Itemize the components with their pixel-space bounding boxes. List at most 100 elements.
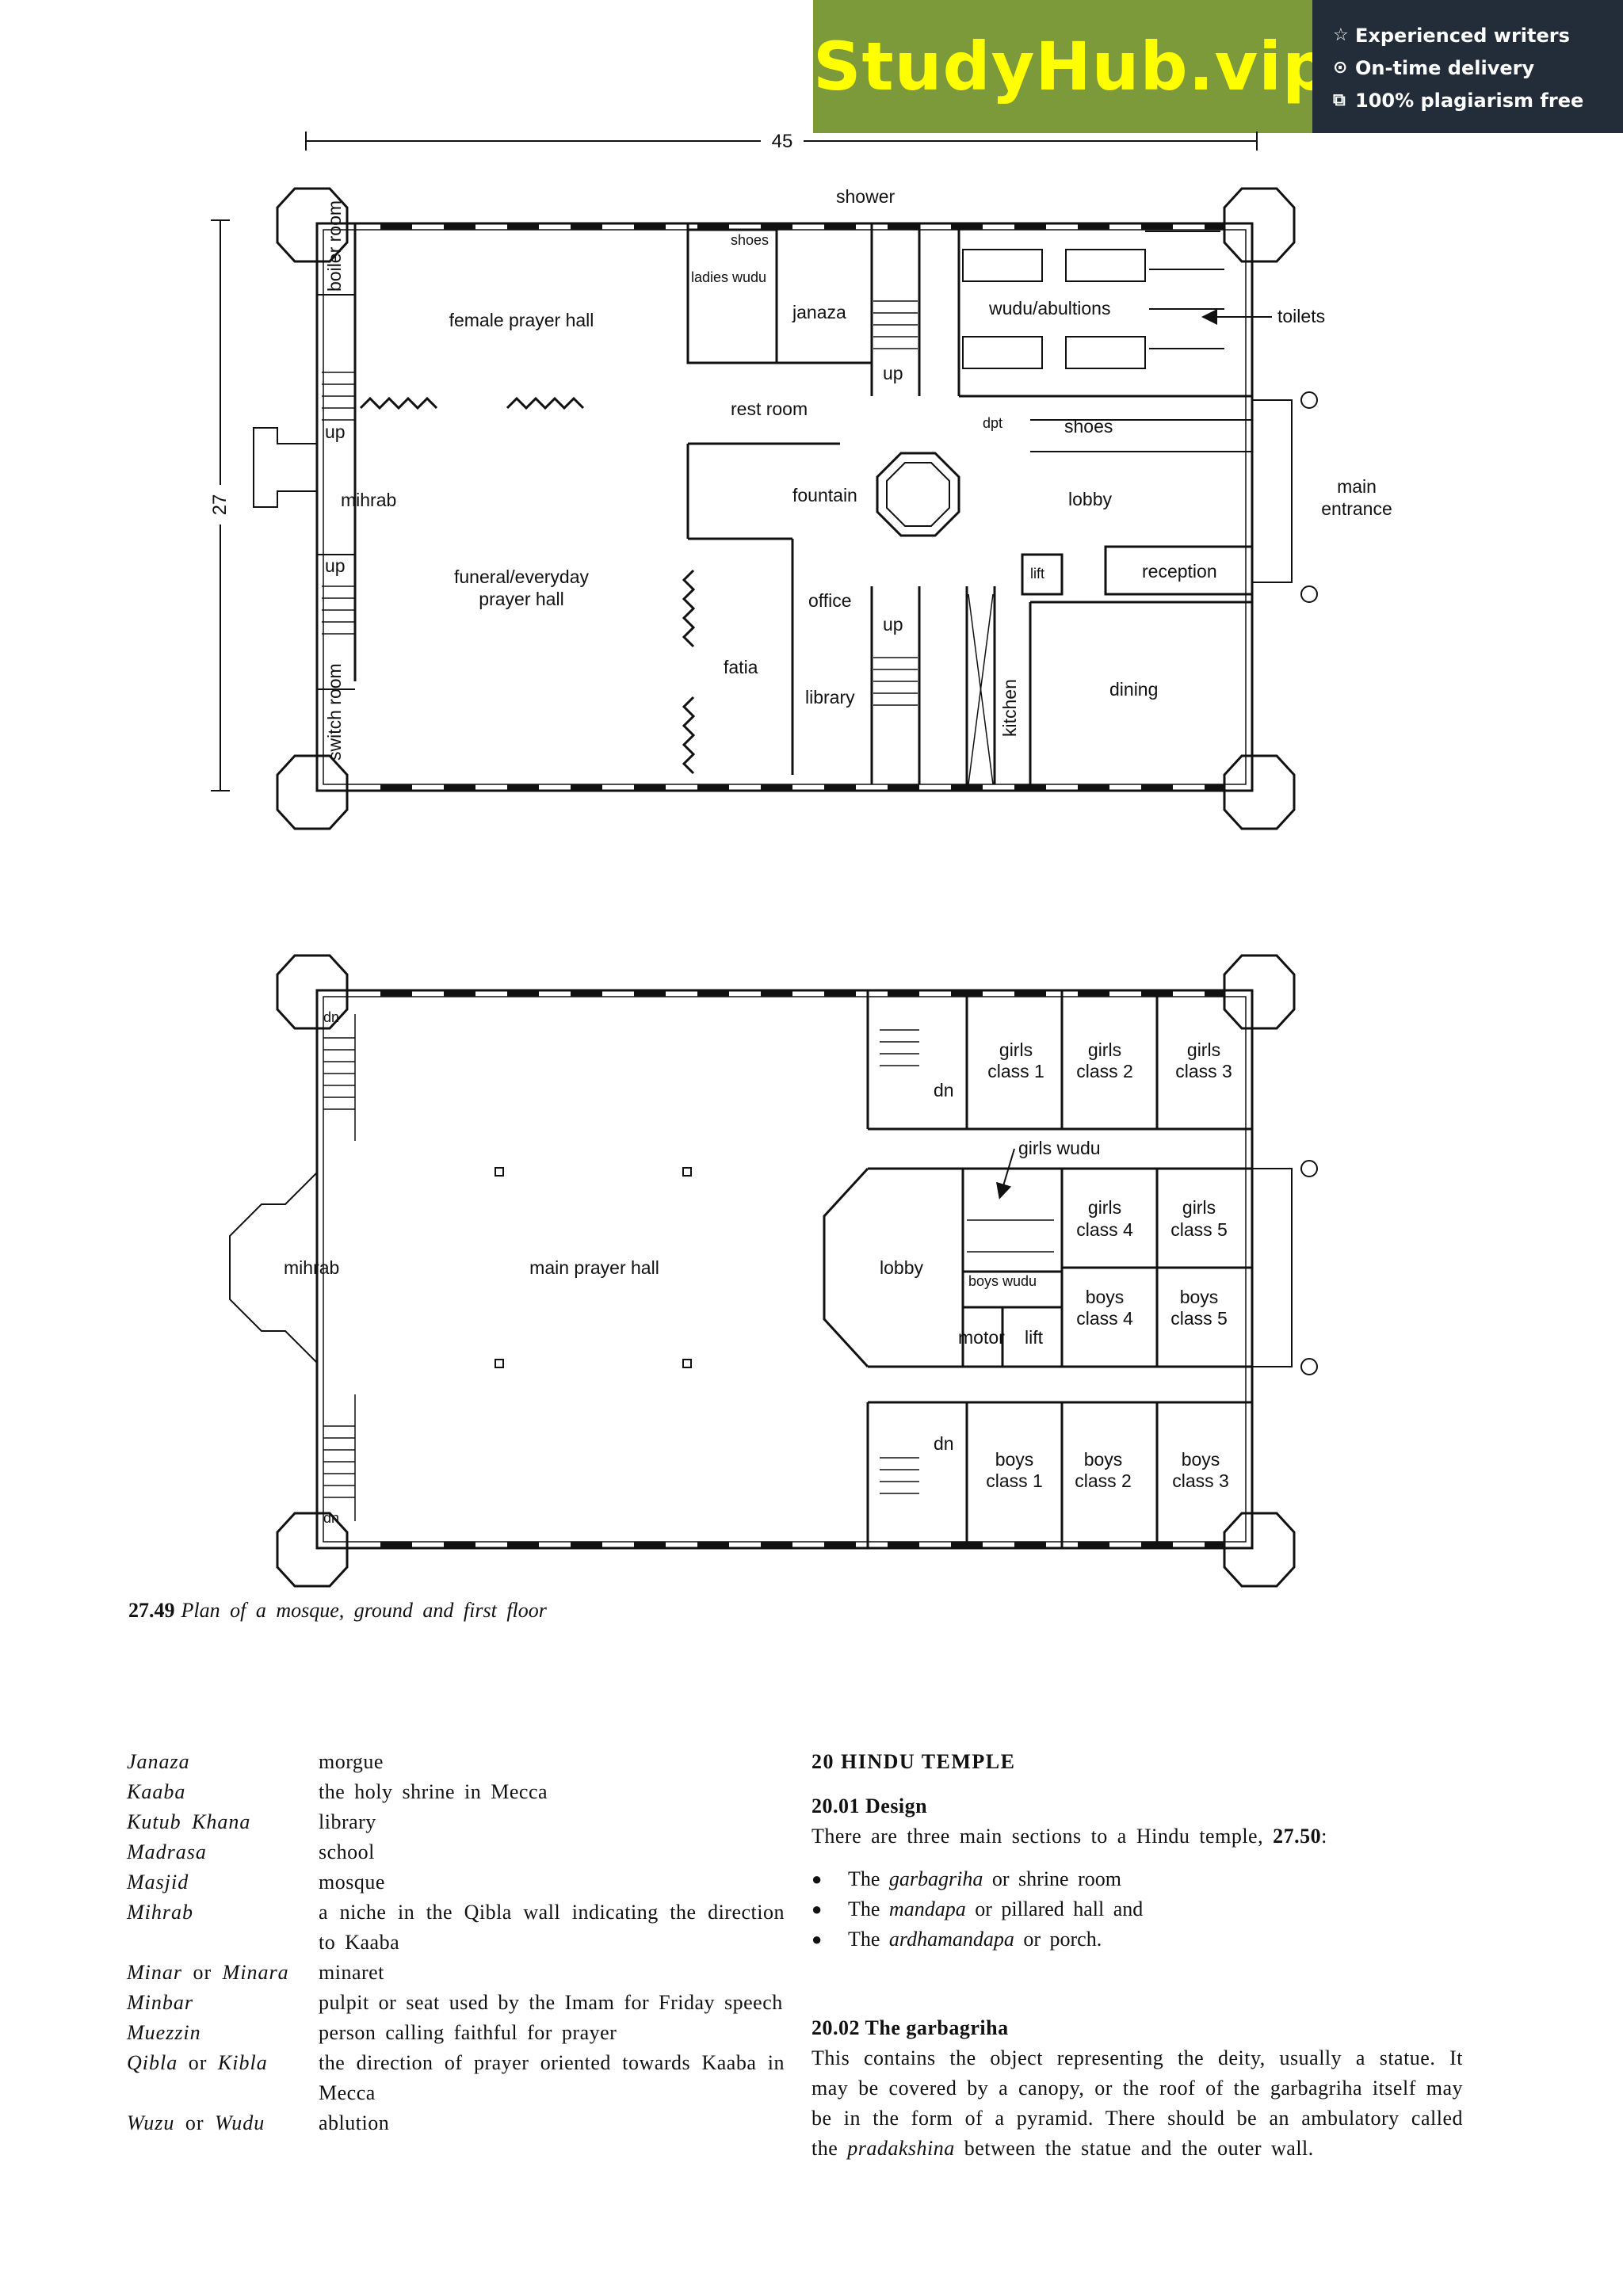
room-mihrab-first: mihrab: [284, 1257, 339, 1278]
perk-label: 100% plagiarism free: [1355, 89, 1584, 112]
glossary-term: Kaaba: [127, 1780, 186, 1803]
hindu-temple-section: 20 HINDU TEMPLE 20.01 Design There are t…: [812, 1747, 1463, 2164]
width-dimension: 45: [772, 131, 793, 152]
glossary-term: Madrasa: [127, 1840, 207, 1863]
glossary-row: Kaaba the holy shrine in Mecca: [127, 1777, 785, 1807]
room-boiler: boiler room: [324, 200, 345, 292]
bullet-text: The ardhamandapa or porch.: [848, 1924, 1102, 1955]
stair-up-label: up: [883, 614, 903, 635]
bullet-list: ● The garbagriha or shrine room ●The mand…: [812, 1864, 1463, 1955]
design-intro-end: :: [1321, 1825, 1327, 1848]
room-shower: shower: [836, 186, 895, 207]
glossary-term: Muezzin: [127, 2021, 201, 2044]
brand-logo[interactable]: StudyHub.vip: [813, 0, 1330, 133]
room-lift-ground: lift: [1030, 566, 1044, 582]
room-main-entrance-line2: entrance: [1321, 498, 1392, 519]
glossary-term-b: Kibla: [217, 2051, 268, 2074]
glossary-term: Janaza: [127, 1750, 190, 1773]
girls-class-4-line2: class 4: [1076, 1219, 1133, 1240]
clock-icon: ⊙: [1333, 58, 1348, 78]
girls-class-1-line1: girls: [999, 1039, 1033, 1060]
room-kitchen: kitchen: [999, 679, 1020, 737]
promo-banner[interactable]: StudyHub.vip ☆ Experienced writers ⊙ On-…: [813, 0, 1623, 133]
boys-class-5-line1: boys: [1180, 1287, 1219, 1307]
room-dpt: dpt: [983, 415, 1002, 431]
glossary-term: Minbar: [127, 1991, 193, 2014]
room-ladies-wudu: ladies wudu: [691, 269, 766, 285]
mosque-floor-plans: 45 27: [209, 131, 1392, 1588]
room-fountain: fountain: [792, 485, 857, 505]
figure-number: 27.49: [128, 1599, 175, 1622]
ground-floor-plan: [253, 187, 1318, 830]
stair-up-label: up: [883, 363, 903, 383]
girls-class-3-line1: girls: [1187, 1039, 1220, 1060]
room-fatia: fatia: [724, 657, 758, 677]
room-switch: switch room: [324, 663, 345, 761]
bullet-pre: The: [848, 1867, 880, 1890]
room-female-prayer-hall: female prayer hall: [449, 310, 594, 330]
room-lobby-first: lobby: [880, 1257, 923, 1278]
girls-class-2-line2: class 2: [1076, 1061, 1133, 1081]
figure-caption: 27.49 Plan of a mosque, ground and first …: [128, 1599, 547, 1623]
boys-class-2-line1: boys: [1084, 1449, 1123, 1470]
glossary-or: or: [188, 2051, 208, 2074]
boys-class-3-line2: class 3: [1172, 1470, 1229, 1491]
copy-icon: ⧉: [1333, 90, 1346, 110]
glossary-definition: the holy shrine in Mecca: [319, 1780, 548, 1803]
bullet-icon: ●: [812, 1929, 823, 1949]
depth-dimension: 27: [209, 494, 231, 516]
glossary-term: Qibla or Kibla: [127, 2048, 319, 2108]
bullet-item: ● The ardhamandapa or porch.: [812, 1924, 1463, 1955]
stair-dn-label: dn: [323, 1009, 339, 1025]
bullet-post: or shrine room: [991, 1867, 1121, 1890]
bullet-term: ardhamandapa: [888, 1928, 1014, 1951]
design-intro-text: There are three main sections to a Hindu…: [812, 1825, 1264, 1848]
room-wudu: wudu/abultions: [988, 298, 1110, 318]
glossary-term-a: Wuzu: [127, 2111, 175, 2134]
section-heading: 20 HINDU TEMPLE: [812, 1750, 1016, 1773]
glossary-definition: ablution: [319, 2111, 390, 2134]
room-motor: motor: [958, 1327, 1005, 1348]
glossary-term: Minar or Minara: [127, 1958, 319, 1988]
room-office: office: [808, 590, 852, 611]
figure-caption-text: Plan of a mosque, ground and first floor: [181, 1599, 547, 1622]
bullet-item: ●The mandapa or pillared hall and: [812, 1894, 1463, 1924]
room-funeral-hall-line1: funeral/everyday: [454, 566, 590, 587]
room-lobby-ground: lobby: [1068, 489, 1112, 509]
boys-class-1-line2: class 1: [986, 1470, 1043, 1491]
garbagriha-paragraph: This contains the object representing th…: [812, 2043, 1463, 2164]
room-boys-wudu: boys wudu: [968, 1273, 1037, 1289]
boys-class-4-line2: class 4: [1076, 1308, 1133, 1329]
glossary-term: Masjid: [127, 1871, 189, 1894]
bullet-text: The garbagriha or shrine room: [848, 1864, 1121, 1894]
room-lift-first: lift: [1025, 1327, 1044, 1348]
glossary-term: Kutub Khana: [127, 1810, 251, 1833]
boys-class-4-line1: boys: [1086, 1287, 1125, 1307]
room-main-prayer-hall: main prayer hall: [529, 1257, 659, 1278]
boys-class-3-line1: boys: [1182, 1449, 1220, 1470]
room-shoes-ladies: shoes: [731, 232, 769, 248]
girls-class-4-line1: girls: [1088, 1197, 1121, 1218]
stair-dn-label: dn: [934, 1080, 954, 1100]
bullet-post: or pillared hall and: [975, 1897, 1144, 1920]
glossary-row: Masjid mosque: [127, 1867, 785, 1897]
glossary-definition: mosque: [319, 1871, 385, 1894]
bullet-pre: The: [848, 1897, 880, 1920]
stair-dn-label: dn: [934, 1433, 954, 1454]
boys-class-1-line1: boys: [995, 1449, 1034, 1470]
glossary-term-b: Minara: [222, 1961, 289, 1984]
glossary-term: Wuzu or Wudu: [127, 2108, 319, 2138]
subsection-heading-garbagriha: 20.02 The garbagriha: [812, 2016, 1009, 2039]
glossary-definition: the direction of prayer oriented towards…: [319, 2051, 785, 2104]
girls-class-3-line2: class 3: [1175, 1061, 1232, 1081]
girls-class-2-line1: girls: [1088, 1039, 1121, 1060]
perk-label: On-time delivery: [1355, 56, 1535, 79]
glossary-term-a: Minar: [127, 1961, 182, 1984]
